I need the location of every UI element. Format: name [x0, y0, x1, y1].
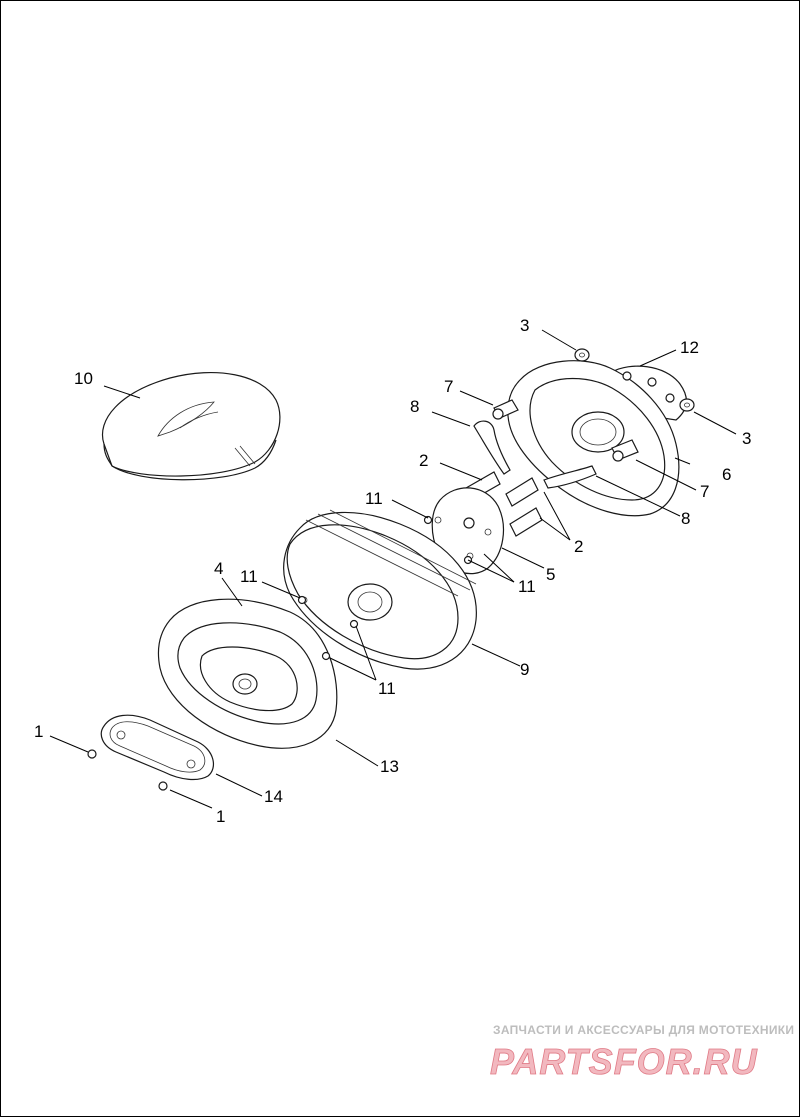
callout-5: 5: [546, 565, 555, 584]
callout-2-right: 2: [574, 537, 583, 556]
callout-1-bottom: 1: [216, 807, 225, 826]
callout-labels: 3 12 3 7 8 2 11 6 7 8 2 5 11 9 10 4 11 1…: [34, 316, 751, 826]
callout-2-top: 2: [419, 451, 428, 470]
callout-1-left: 1: [34, 722, 43, 741]
callout-10: 10: [74, 369, 93, 388]
callout-12: 12: [680, 338, 699, 357]
watermark-caption: ЗАПЧАСТИ И АКСЕССУАРЫ ДЛЯ МОТОТЕХНИКИ: [493, 1023, 794, 1037]
callout-14: 14: [264, 787, 283, 806]
callout-9: 9: [520, 660, 529, 679]
callout-13: 13: [380, 757, 399, 776]
callout-4: 4: [214, 559, 223, 578]
part-2-fittings: [465, 471, 543, 537]
callout-11-right: 11: [518, 577, 536, 596]
callout-3-right: 3: [742, 429, 751, 448]
callout-11-left: 11: [240, 567, 258, 586]
callout-7-right: 7: [700, 482, 709, 501]
leader-lines: [49, 329, 737, 809]
part-13-housing: [157, 598, 338, 749]
part-11-screws: [297, 515, 473, 661]
callout-3-top: 3: [520, 316, 529, 335]
callout-8-top: 8: [410, 397, 419, 416]
watermark: ЗАПЧАСТИ И АКСЕССУАРЫ ДЛЯ МОТОТЕХНИКИ PA…: [490, 1023, 794, 1082]
part-12-backplate: [507, 360, 687, 517]
callout-11-bottom: 11: [378, 679, 396, 698]
part-5-plate: [431, 487, 505, 575]
callout-6: 6: [722, 465, 731, 484]
part-10-cover: [102, 371, 281, 481]
part-8-breather-tubes: [473, 420, 597, 489]
part-1-screws: [87, 749, 168, 791]
part-14-trim: [100, 714, 215, 781]
callout-8-right: 8: [681, 509, 690, 528]
part-7-bolts: [492, 399, 639, 462]
callout-7-top: 7: [444, 377, 453, 396]
part-3-washers: [574, 348, 695, 412]
watermark-logo: PARTSFOR.RU: [490, 1041, 758, 1082]
callout-11-plate: 11: [365, 489, 383, 508]
